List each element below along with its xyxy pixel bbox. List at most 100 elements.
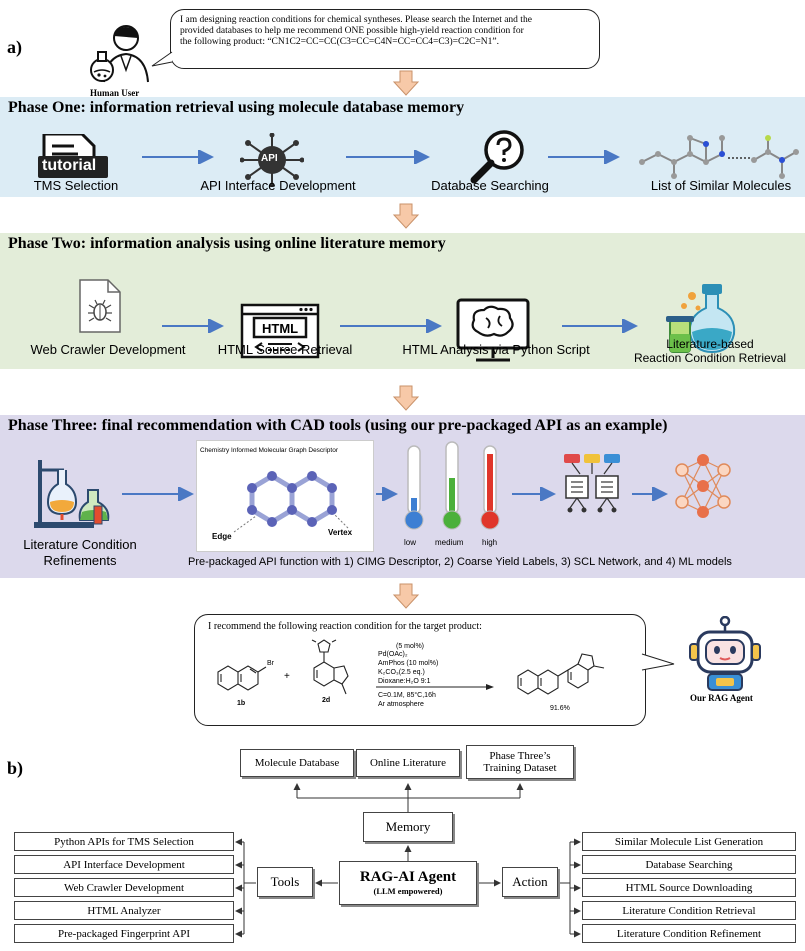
condition-1: AmPhos (10 mol%) xyxy=(378,660,439,667)
edge-label: Edge xyxy=(212,532,232,541)
tool-item-3: HTML Analyzer xyxy=(14,901,234,920)
tool-item-0: Python APIs for TMS Selection xyxy=(14,832,234,851)
down-arrow-3 xyxy=(392,385,420,411)
step-database-searching: Database Searching xyxy=(431,178,549,193)
step-list-of-similar-molecules: List of Similar Molecules xyxy=(650,178,792,193)
api-label: API xyxy=(261,153,278,164)
step4-line2: Reaction Condition Retrieval xyxy=(633,351,787,365)
reaction-conditions: Pd(OAc)₂ AmPhos (10 mol%) K₂CO₃(2.5 eq.)… xyxy=(378,650,438,686)
prompt-line-1: I am designing reaction conditions for c… xyxy=(180,15,532,25)
action-item-3: Literature Condition Retrieval xyxy=(582,901,796,920)
thermo-high-label: high xyxy=(482,538,498,547)
reaction-arrow xyxy=(376,684,494,690)
reactant-1b-structure xyxy=(217,665,267,691)
reactant-1b-label: 1b xyxy=(237,700,246,707)
human-user-label: Human User xyxy=(90,88,140,98)
cimg-title: Chemistry Informed Molecular Graph Descr… xyxy=(200,447,338,454)
scl-network-icon xyxy=(564,454,620,513)
action-item-0: Similar Molecule List Generation xyxy=(582,832,796,851)
product-structure xyxy=(517,653,605,695)
condition-pre: (5 mol%) xyxy=(396,643,425,650)
html-browser-icon xyxy=(240,303,320,359)
reactant-1b-br: Br xyxy=(267,660,274,667)
agent-subtitle: (LLM empowered) xyxy=(373,886,443,896)
step-literature-based-retrieval: Literature-based Reaction Condition Retr… xyxy=(620,337,800,365)
chemistry-flask-icon xyxy=(666,284,736,354)
panel-a-label: a) xyxy=(7,37,22,57)
memory-molecule-database: Molecule Database xyxy=(240,749,354,777)
api-function-caption: Pre-packaged API function with 1) CIMG D… xyxy=(188,556,732,568)
step-tms-selection: TMS Selection xyxy=(33,178,119,193)
similar-molecules-graphic xyxy=(639,135,799,179)
prompt-line-3: the following product: “CN1C2=CC=CC(C3=C… xyxy=(180,37,499,47)
phase-one-flow-arrows xyxy=(142,150,620,164)
action-item-2: HTML Source Downloading xyxy=(582,878,796,897)
memory-node: Memory xyxy=(363,812,453,842)
reaction-conditions-below: C=0.1M, 85°C,16h Ar atmosphere xyxy=(378,691,436,709)
thermo-low-label: low xyxy=(404,538,417,547)
action-item-1: Database Searching xyxy=(582,855,796,874)
robot-agent-icon xyxy=(689,616,761,691)
bug-document-icon xyxy=(79,279,121,333)
agent-title: RAG-AI Agent xyxy=(359,869,457,885)
down-arrow-2 xyxy=(392,203,420,229)
tools-node: Tools xyxy=(257,867,313,897)
step-api-interface-development: API Interface Development xyxy=(200,178,356,193)
phase-one-band: Phase One: information retrieval using m… xyxy=(0,97,805,197)
plus-sign: + xyxy=(284,671,290,682)
vertex-label: Vertex xyxy=(328,528,353,537)
reactant-2d-structure xyxy=(311,639,349,695)
product-yield: 91.6% xyxy=(550,705,570,712)
thermometers-graphic xyxy=(404,441,500,530)
tool-item-4: Pre-packaged Fingerprint API xyxy=(14,924,234,943)
memory-training-dataset: Phase Three’s Training Dataset xyxy=(466,745,574,779)
cimg-descriptor-box xyxy=(196,440,374,552)
down-arrow-4 xyxy=(392,583,420,609)
tool-item-1: API Interface Development xyxy=(14,855,234,874)
tutorial-label: tutorial xyxy=(42,157,97,174)
thermo-medium-label: medium xyxy=(435,538,464,547)
condition-below-0: C=0.1M, 85°C,16h xyxy=(378,692,436,699)
down-arrow-1 xyxy=(392,70,420,96)
step4-line1: Literature-based xyxy=(666,337,754,351)
user-prompt-bubble: I am designing reaction conditions for c… xyxy=(170,9,600,69)
tool-item-2: Web Crawler Development xyxy=(14,878,234,897)
p3-step1-line2: Refinements xyxy=(43,553,117,568)
action-node: Action xyxy=(502,867,558,897)
monitor-brain-icon xyxy=(456,298,530,362)
condition-0: Pd(OAc)₂ xyxy=(378,651,408,658)
condition-2: K₂CO₃(2.5 eq.) xyxy=(378,669,425,676)
ml-network-icon xyxy=(675,454,731,518)
html-label: HTML xyxy=(262,321,299,336)
cimg-molecule-graph xyxy=(233,471,349,533)
phase-three-flow-arrows xyxy=(122,487,668,501)
step-html-analysis-python: HTML Analysis via Python Script xyxy=(402,342,590,357)
recommendation-intro: I recommend the following reaction condi… xyxy=(208,621,482,632)
rag-ai-agent-node: RAG-AI Agent (LLM empowered) xyxy=(339,861,477,905)
phase-three-band: Phase Three: final recommendation with C… xyxy=(0,415,805,578)
step-literature-condition-refinements: Literature Condition Refinements xyxy=(12,537,148,569)
recommendation-bubble-tail xyxy=(640,653,675,671)
human-user-icon xyxy=(90,25,149,83)
step-web-crawler-development: Web Crawler Development xyxy=(30,342,186,357)
memory-online-literature: Online Literature xyxy=(356,749,460,777)
prompt-line-2: provided databases to help me recommend … xyxy=(180,26,524,36)
agent-label: Our RAG Agent xyxy=(690,693,753,703)
phase-two-title: Phase Two: information analysis using on… xyxy=(8,235,446,252)
tutorial-document-icon xyxy=(38,134,108,178)
magnifier-question-icon xyxy=(470,130,524,184)
step-html-source-retrieval: HTML Source Retrieval xyxy=(217,342,353,357)
panel-b-label: b) xyxy=(7,758,24,778)
phase-one-title: Phase One: information retrieval using m… xyxy=(8,99,465,116)
recommendation-bubble xyxy=(194,614,646,726)
action-item-4: Literature Condition Refinement xyxy=(582,924,796,943)
condition-3: Dioxane:H₂O 9:1 xyxy=(378,678,431,685)
reactant-2d-label: 2d xyxy=(322,697,331,704)
phase-two-flow-arrows xyxy=(162,319,638,333)
panel-b-connectors xyxy=(235,783,581,938)
bubble-tail xyxy=(151,51,173,67)
p3-step1-line1: Literature Condition xyxy=(23,537,137,552)
condition-below-1: Ar atmosphere xyxy=(378,701,424,708)
api-network-icon xyxy=(240,133,304,187)
lab-glassware-icon xyxy=(34,460,110,528)
